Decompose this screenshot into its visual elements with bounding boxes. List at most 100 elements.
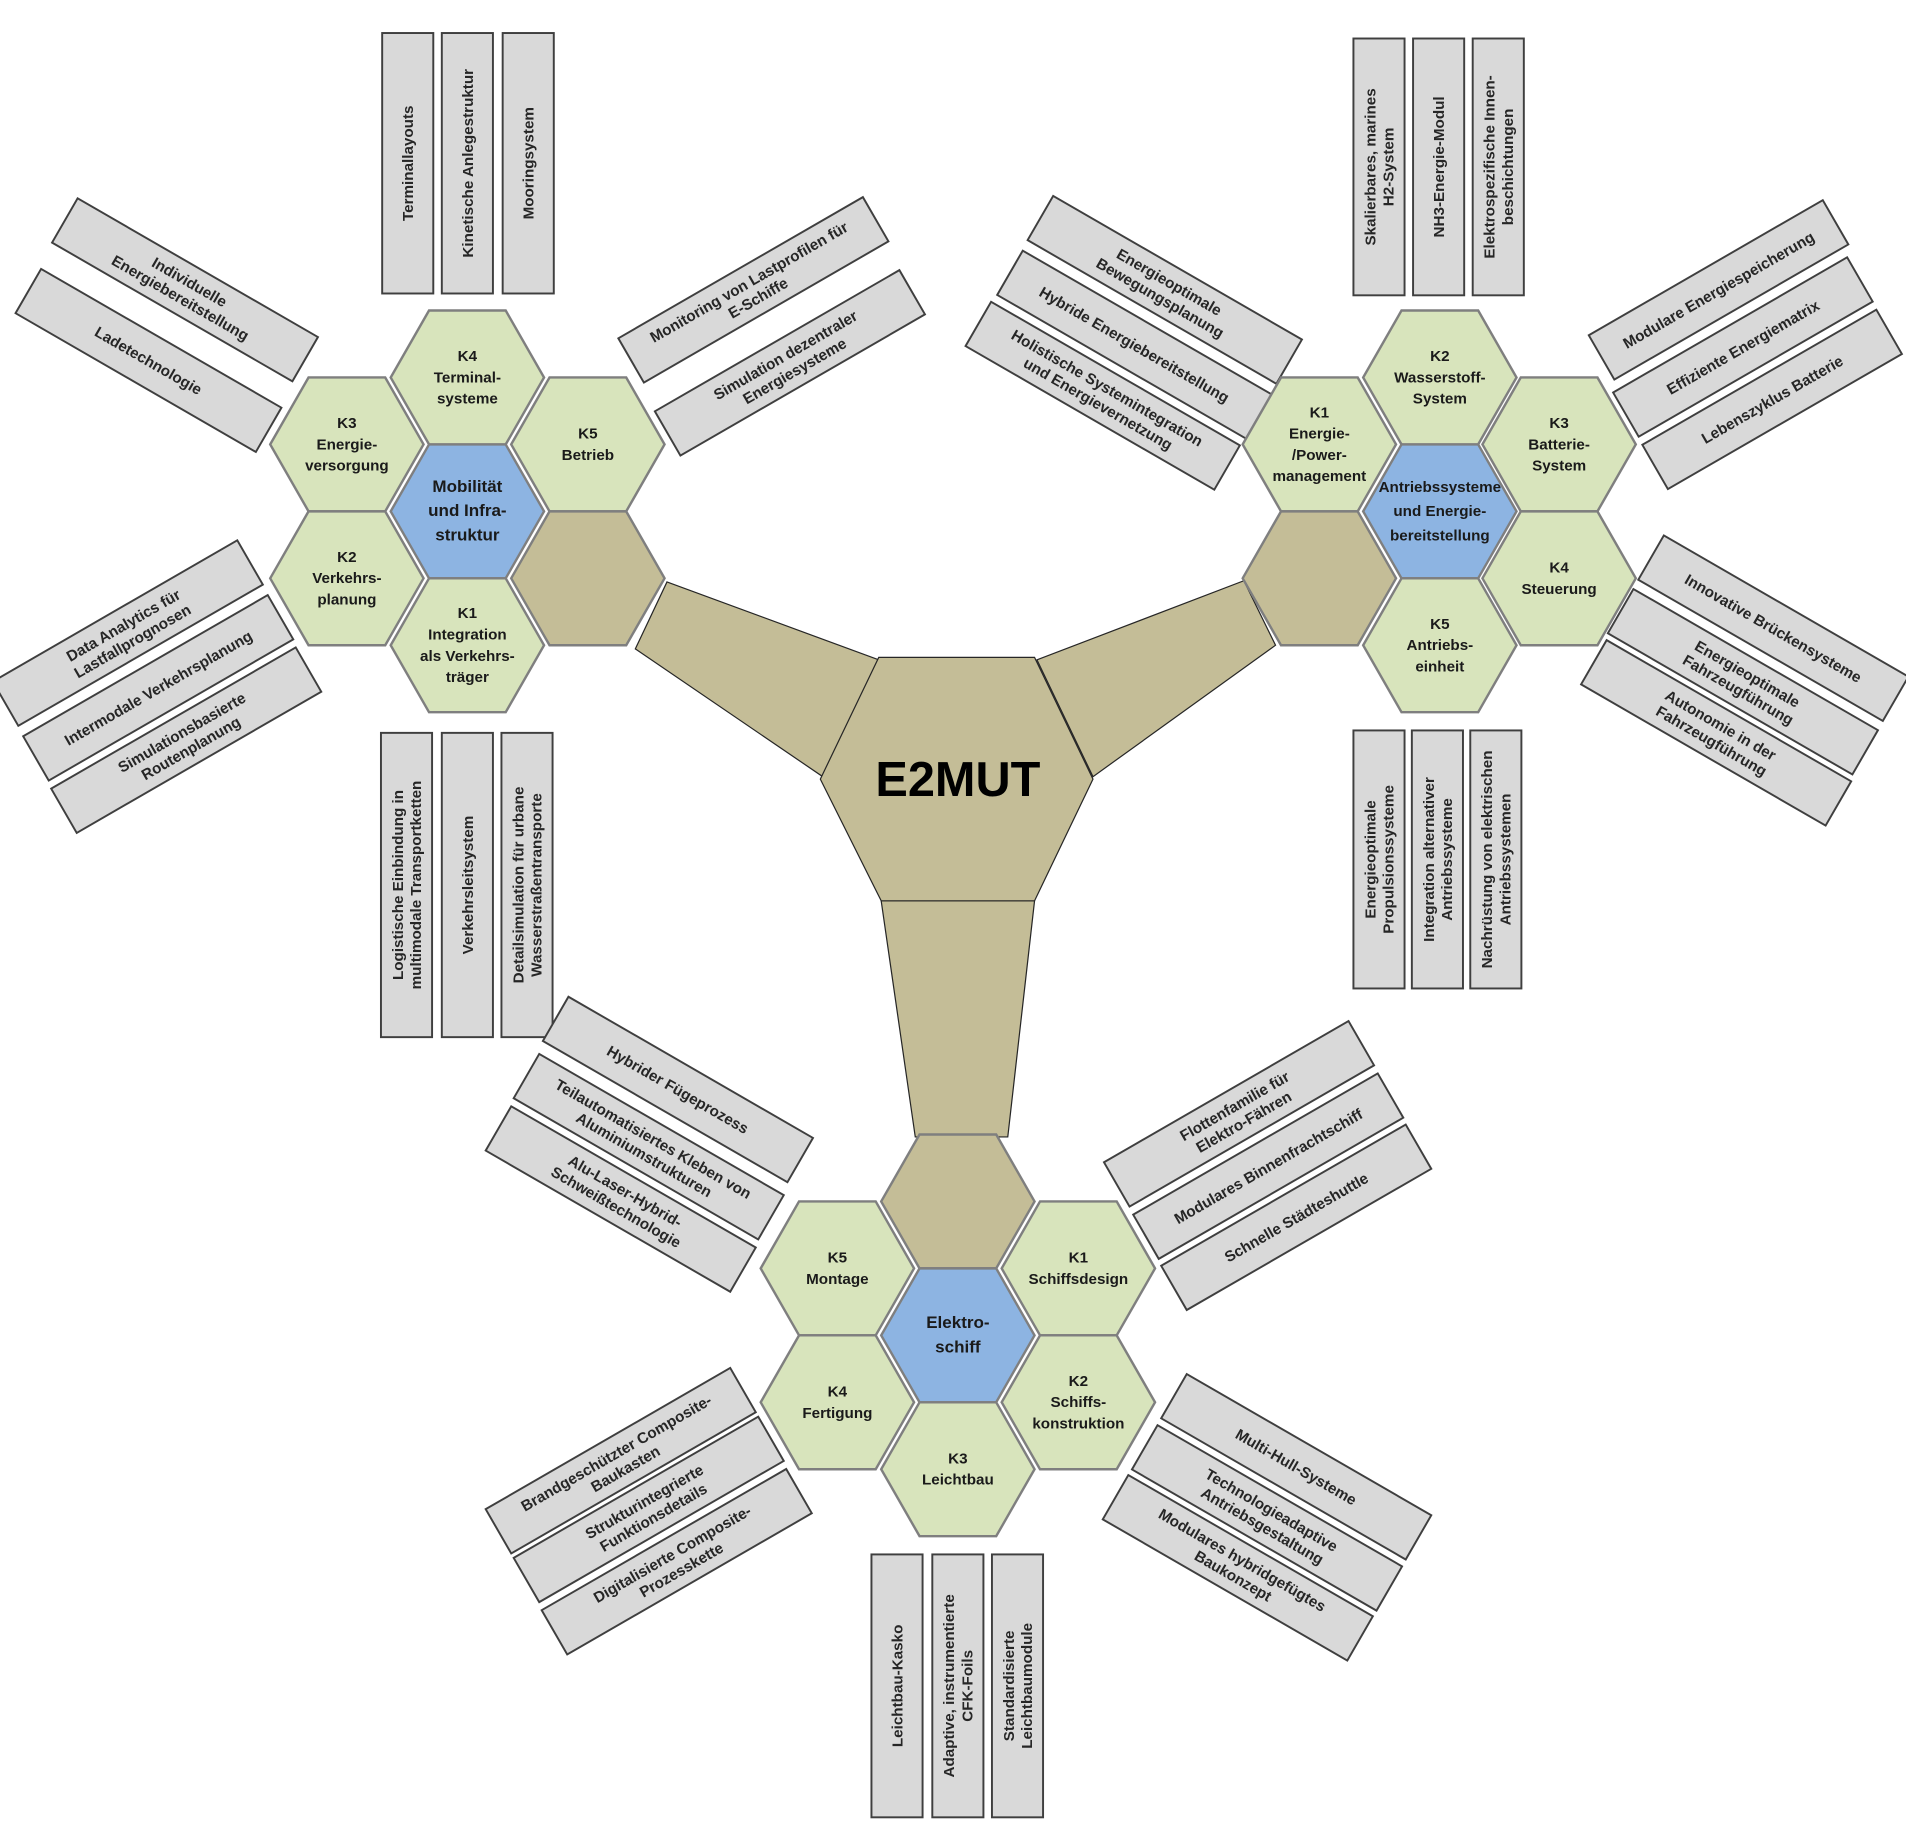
topic-box-label: CFK-Foils (959, 1650, 976, 1722)
topic-box-label: Logistische Einbindung in (390, 790, 407, 980)
topic-box-label: Leichtbau-Kasko (889, 1625, 906, 1748)
competence-label: Montage (806, 1271, 868, 1288)
topic-box: Lebenszyklus Batterie (1641, 308, 1904, 491)
topic-box-frame (1579, 638, 1853, 827)
topic-box-label: Verkehrsleitsystem (460, 816, 477, 955)
competence-label: systeme (437, 391, 498, 408)
competence-label: /Power- (1292, 447, 1347, 464)
topic-box-frame (1471, 37, 1525, 297)
topic-box-frame (1026, 194, 1304, 386)
competence-label: Terminal- (434, 369, 501, 386)
topic-box-frame (1587, 198, 1850, 381)
topic-box-frame (484, 1366, 758, 1555)
topic-box-frame (500, 731, 554, 1039)
competence-label: Schiffs- (1050, 1394, 1106, 1411)
topic-box-frame (1131, 1072, 1405, 1261)
connector-hexagon (509, 510, 666, 647)
competence-label: K4 (458, 348, 478, 365)
topic-box-label: Nachrüstung von elektrischen (1479, 750, 1496, 968)
topic-box-label: Wasserstraßentransporte (529, 793, 546, 977)
topic-box-frame (1641, 308, 1904, 491)
topic-box-label: Integration alternativer (1421, 777, 1438, 942)
competence-label: Batterie- (1528, 436, 1590, 453)
topic-box-frame (381, 32, 435, 295)
topic-box: NH3-Energie-Modul (1412, 37, 1466, 297)
topic-box-frame (1159, 1123, 1433, 1312)
topic-box-label: Propulsionssysteme (1381, 785, 1398, 934)
competence-label: Leichtbau (922, 1472, 994, 1489)
competence-label: System (1413, 391, 1467, 408)
topic-box-frame (14, 267, 283, 454)
topic-box: Leichtbau-Kasko (870, 1553, 924, 1819)
topic-box-label: H2-System (1381, 128, 1398, 207)
competence-label: träger (446, 669, 489, 686)
competence-label: K3 (948, 1450, 967, 1467)
topic-box-label: Terminallayouts (400, 106, 417, 221)
competence-label: planung (317, 591, 376, 608)
topic-box-frame (1611, 256, 1875, 439)
connector-hexagon (1241, 510, 1398, 647)
topic-box-frame (1636, 534, 1906, 723)
focus-area-label: schiff (935, 1337, 981, 1356)
topic-box-frame (541, 995, 815, 1184)
topic-box-frame (1469, 729, 1523, 990)
competence-label: Verkehrs- (312, 570, 381, 587)
topic-box-label: Standardisierte (1001, 1631, 1018, 1742)
topic-box-label: Detailsimulation für urbane (510, 787, 527, 984)
topic-box-frame (1352, 729, 1406, 990)
competence-label: K3 (1549, 415, 1568, 432)
competence-label: K5 (578, 426, 598, 443)
topic-box-label: Leichtbaumodule (1019, 1623, 1036, 1749)
topic-box-label: Energieoptimale (1362, 800, 1379, 918)
topic-box-frame (512, 1052, 786, 1241)
topic-box-frame (440, 731, 494, 1039)
topic-box: Kinetische Anlegestruktur (440, 32, 494, 295)
topic-box: Elektrospezifische Innen-beschichtungen (1471, 37, 1525, 297)
competence-label: Integration (428, 626, 507, 643)
competence-label: K3 (337, 415, 356, 432)
competence-label: Energie- (316, 436, 377, 453)
topic-box-frame (484, 1104, 758, 1294)
e2mut-core-hexagon (819, 656, 1094, 902)
focus-area-label: Mobilität (432, 477, 502, 496)
competence-label: K5 (1430, 616, 1450, 633)
topic-box-label: Kinetische Anlegestruktur (460, 69, 477, 258)
topic-box: Mooringsystem (501, 32, 555, 295)
competence-label: Fertigung (802, 1405, 872, 1422)
connector-hexagon (879, 1133, 1036, 1270)
topic-box-label: NH3-Energie-Modul (1431, 96, 1448, 237)
topic-box-frame (501, 32, 555, 295)
topic-box-label: multimodale Transportketten (408, 781, 425, 990)
competence-label: Antriebs- (1406, 637, 1473, 654)
topic-box-frame (50, 196, 320, 383)
connector-arm-right (1036, 579, 1277, 778)
diagram-title: E2MUT (875, 753, 1040, 807)
topic-box-frame (440, 32, 494, 295)
focus-area-label: Elektro- (926, 1313, 989, 1332)
topic-box-frame (1159, 1372, 1433, 1561)
focus-area-label: bereitstellung (1390, 528, 1490, 545)
competence-label: Steuerung (1522, 581, 1597, 598)
topic-box-frame (49, 646, 323, 835)
topic-box-frame (653, 268, 927, 457)
focus-area-label: Antriebssysteme (1379, 479, 1502, 496)
competence-label: K5 (828, 1250, 848, 1267)
topic-box-label: Skalierbares, marines (1362, 88, 1379, 245)
topic-box-frame (990, 1553, 1045, 1819)
topic-box-frame (964, 300, 1242, 492)
